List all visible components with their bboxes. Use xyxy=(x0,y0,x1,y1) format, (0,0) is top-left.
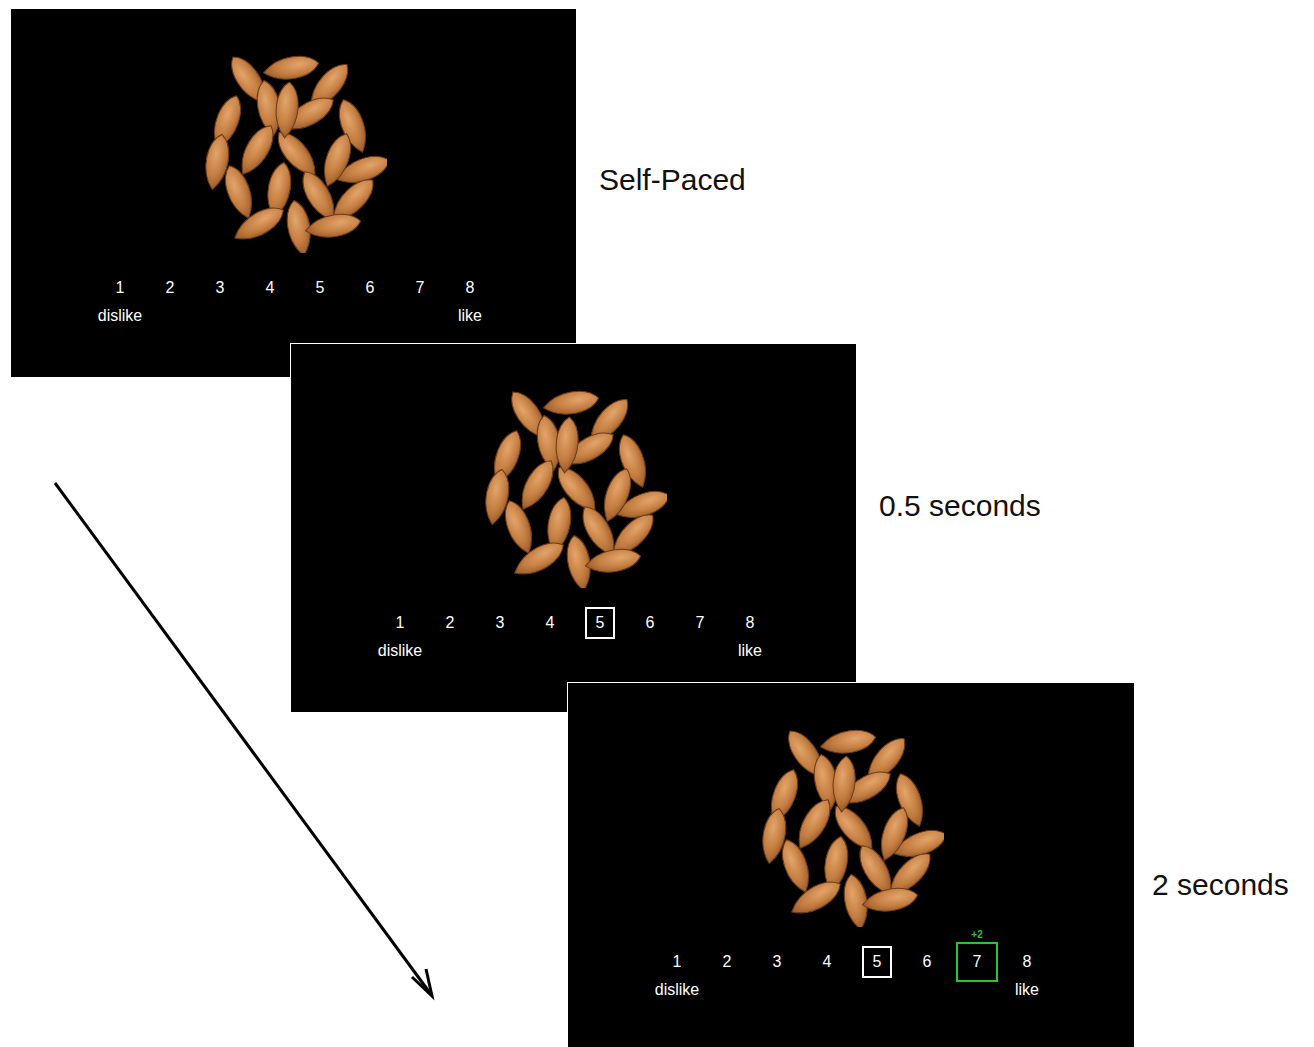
scale-number: 4 xyxy=(823,953,832,971)
almond-picture xyxy=(467,373,667,588)
scale-anchor-label: dislike xyxy=(98,307,142,325)
almond-picture xyxy=(744,712,944,927)
scale-number: 3 xyxy=(216,279,225,297)
scale-number: 8 xyxy=(1023,953,1032,971)
scale-number: 7 xyxy=(973,953,982,971)
scale-number: 7 xyxy=(696,614,705,632)
scale-number: 2 xyxy=(166,279,175,297)
scale-number: 5 xyxy=(596,614,605,632)
scale-number: 1 xyxy=(396,614,405,632)
scale-number: 1 xyxy=(116,279,125,297)
scale-number: 3 xyxy=(496,614,505,632)
selection-box: 5 xyxy=(585,607,615,639)
scale-number: 8 xyxy=(466,279,475,297)
scale-number: 8 xyxy=(746,614,755,632)
scale-anchor-label: like xyxy=(458,307,482,325)
scale-anchor-label: like xyxy=(1015,981,1039,999)
scale-anchor-label: dislike xyxy=(655,981,699,999)
scale-number: 7 xyxy=(416,279,425,297)
scale-number: 4 xyxy=(546,614,555,632)
timing-label: 0.5 seconds xyxy=(879,489,1041,523)
scale-number: 5 xyxy=(316,279,325,297)
scale-number: 4 xyxy=(266,279,275,297)
scale-number: 3 xyxy=(773,953,782,971)
scale-number: 2 xyxy=(723,953,732,971)
stimulus-screen: 1 2 3 4 6 7 8 dislike like 5 xyxy=(290,343,857,713)
scale-number: 6 xyxy=(923,953,932,971)
scale-number: 2 xyxy=(446,614,455,632)
feedback-box: +27 xyxy=(956,942,998,982)
feedback-value: +2 xyxy=(971,929,982,940)
scale-number: 6 xyxy=(366,279,375,297)
scale-anchor-label: like xyxy=(738,642,762,660)
stimulus-screen: 123468dislikelike5+27 xyxy=(567,682,1135,1047)
scale-number: 6 xyxy=(646,614,655,632)
scale-anchor-label: dislike xyxy=(378,642,422,660)
scale-number: 5 xyxy=(873,953,882,971)
selection-box: 5 xyxy=(862,946,892,978)
scale-number: 1 xyxy=(673,953,682,971)
timing-label: 2 seconds xyxy=(1152,868,1289,902)
timing-label: Self-Paced xyxy=(599,163,746,197)
stimulus-screen: 1 2 3 4 5 6 7 8 dislike like xyxy=(10,8,577,378)
almond-picture xyxy=(187,38,387,253)
